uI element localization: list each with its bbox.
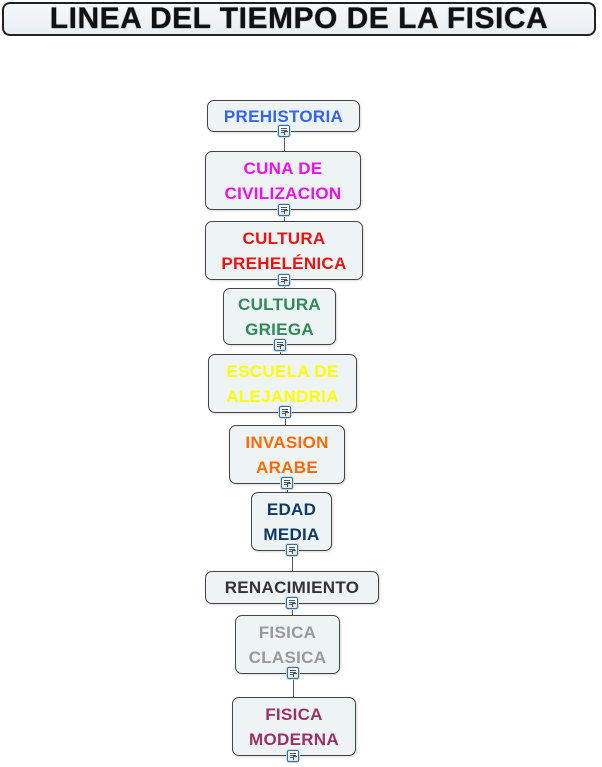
note-icon[interactable] (279, 406, 291, 418)
node-label: CULTURA PREHELÉNICA (221, 228, 347, 273)
node-label: PREHISTORIA (223, 106, 344, 126)
note-icon[interactable] (287, 667, 299, 679)
title-text: LINEA DEL TIEMPO DE LA FISICA (49, 2, 549, 35)
connector-line (293, 673, 294, 697)
node-cultura-prehelenica[interactable]: CULTURA PREHELÉNICA (205, 221, 363, 280)
node-invasion-arabe[interactable]: INVASION ARABE (229, 425, 345, 484)
node-label: INVASION ARABE (245, 432, 329, 477)
note-icon[interactable] (278, 125, 290, 137)
node-label: CULTURA GRIEGA (238, 294, 321, 339)
node-label: ESCUELA DE ALEJANDRIA (226, 361, 339, 406)
node-label: FISICA MODERNA (249, 704, 339, 749)
connector-line (292, 550, 293, 571)
node-cuna-de-civilizacion[interactable]: CUNA DE CIVILIZACION (205, 151, 361, 210)
connector-line (292, 603, 293, 615)
note-icon[interactable] (286, 597, 298, 609)
note-icon[interactable] (274, 339, 286, 351)
note-icon[interactable] (281, 477, 293, 489)
node-label: EDAD MEDIA (263, 499, 320, 544)
node-label: RENACIMIENTO (224, 578, 360, 597)
node-fisica-moderna[interactable]: FISICA MODERNA (232, 697, 356, 756)
timeline-title: LINEA DEL TIEMPO DE LA FISICA (2, 2, 596, 36)
connector-line (285, 412, 286, 425)
connector-line (284, 131, 285, 151)
note-icon[interactable] (278, 274, 290, 286)
node-escuela-de-alejandria[interactable]: ESCUELA DE ALEJANDRIA (208, 354, 357, 413)
node-label: CUNA DE CIVILIZACION (224, 158, 342, 203)
node-cultura-griega[interactable]: CULTURA GRIEGA (223, 288, 336, 345)
node-edad-media[interactable]: EDAD MEDIA (251, 492, 332, 551)
note-icon[interactable] (278, 204, 290, 216)
note-icon[interactable] (287, 750, 299, 762)
note-icon[interactable] (286, 544, 298, 556)
node-fisica-clasica[interactable]: FISICA CLASICA (235, 615, 340, 674)
node-prehistoria[interactable]: PREHISTORIA (207, 100, 360, 132)
node-label: FISICA CLASICA (248, 622, 327, 667)
